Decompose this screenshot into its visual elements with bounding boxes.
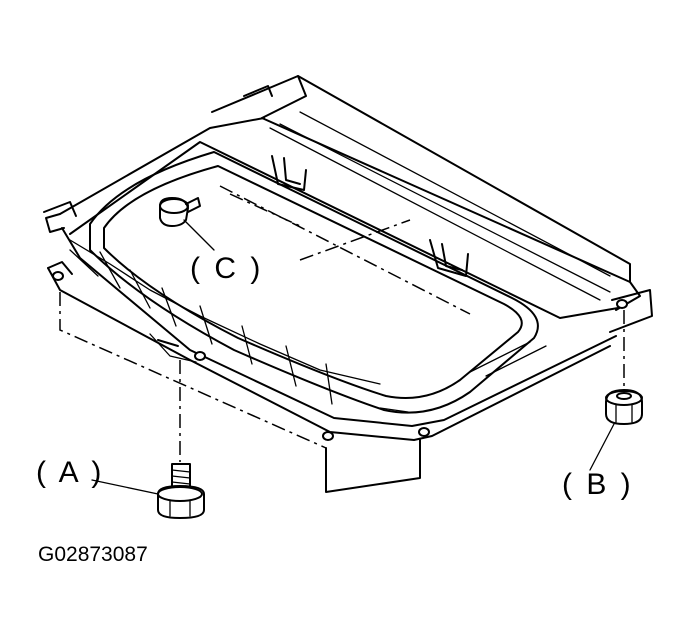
callout-label-b: ( B ) xyxy=(562,468,634,501)
rear-rail xyxy=(211,75,653,333)
fastener-center-lines xyxy=(179,310,625,462)
figure-code: G02873087 xyxy=(38,543,148,566)
front-deflector xyxy=(69,239,547,413)
nut-fastener-b xyxy=(605,389,643,425)
frame-brackets xyxy=(271,155,469,277)
mounting-holes xyxy=(52,271,628,441)
clip-fastener-c xyxy=(159,197,201,227)
glass-opening xyxy=(89,151,539,414)
callout-label-a: ( A ) xyxy=(36,456,105,489)
bolt-fastener-a xyxy=(157,463,205,519)
lower-pan xyxy=(59,292,421,493)
leader-lines xyxy=(91,219,615,495)
outer-frame xyxy=(43,117,619,441)
callout-label-c: ( C ) xyxy=(190,252,264,285)
